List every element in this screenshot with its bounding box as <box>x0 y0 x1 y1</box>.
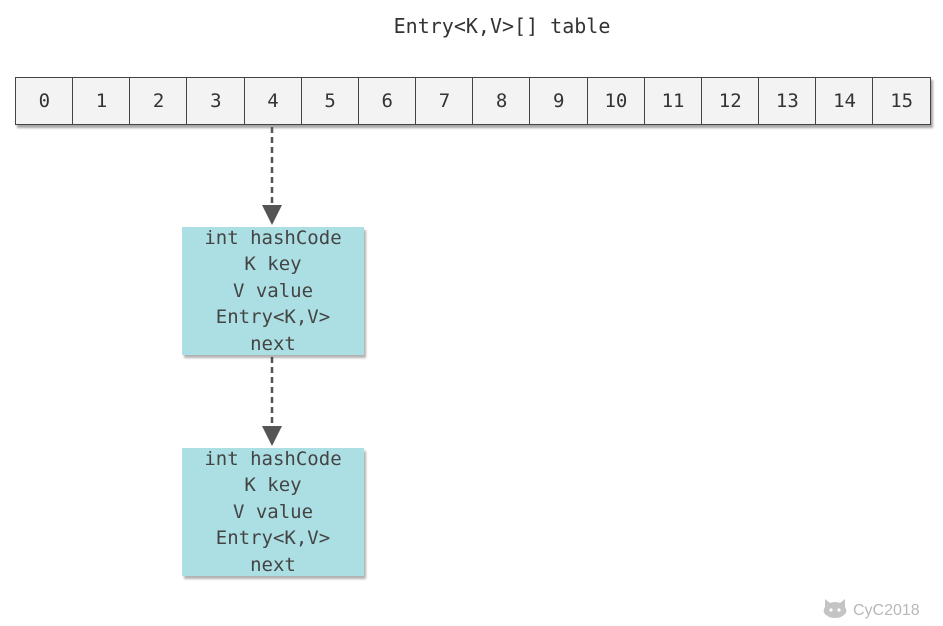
table-slot-4: 4 <box>243 77 303 125</box>
table-slot-0: 0 <box>15 77 74 125</box>
entry-node-2: int hashCode K key V value Entry<K,V> ne… <box>182 448 364 576</box>
diagram-title: Entry<K,V>[] table <box>393 14 611 38</box>
table-slot-2: 2 <box>129 77 188 125</box>
entry-field-key: K key <box>244 474 302 497</box>
entry-field-hashcode: int hashCode <box>204 226 342 249</box>
entry-field-hashcode: int hashCode <box>204 447 342 470</box>
table-slot-11: 11 <box>643 77 703 125</box>
table-slot-8: 8 <box>472 77 531 125</box>
table-slot-15: 15 <box>872 77 931 125</box>
watermark-text: CyC2018 <box>853 601 920 619</box>
entry-field-next-type: Entry<K,V> <box>215 306 331 329</box>
table-slot-6: 6 <box>357 77 417 125</box>
entry-table-array: 0 1 2 3 4 5 6 7 8 9 10 11 12 13 14 15 <box>15 77 931 125</box>
table-slot-1: 1 <box>72 77 131 125</box>
octocat-icon <box>822 597 848 624</box>
entry-node-1: int hashCode K key V value Entry<K,V> ne… <box>182 227 364 355</box>
entry-field-key: K key <box>244 253 302 276</box>
table-slot-13: 13 <box>758 77 817 125</box>
watermark: CyC2018 <box>822 597 920 624</box>
table-slot-3: 3 <box>186 77 246 125</box>
entry-field-value: V value <box>232 500 314 523</box>
entry-field-next: next <box>250 332 296 355</box>
table-slot-9: 9 <box>529 77 589 125</box>
entry-field-value: V value <box>232 279 314 302</box>
table-slot-7: 7 <box>415 77 474 125</box>
entry-field-next-type: Entry<K,V> <box>215 527 331 550</box>
table-slot-10: 10 <box>586 77 646 125</box>
table-slot-12: 12 <box>700 77 760 125</box>
table-slot-5: 5 <box>300 77 360 125</box>
table-slot-14: 14 <box>815 77 874 125</box>
entry-field-next: next <box>250 553 296 576</box>
